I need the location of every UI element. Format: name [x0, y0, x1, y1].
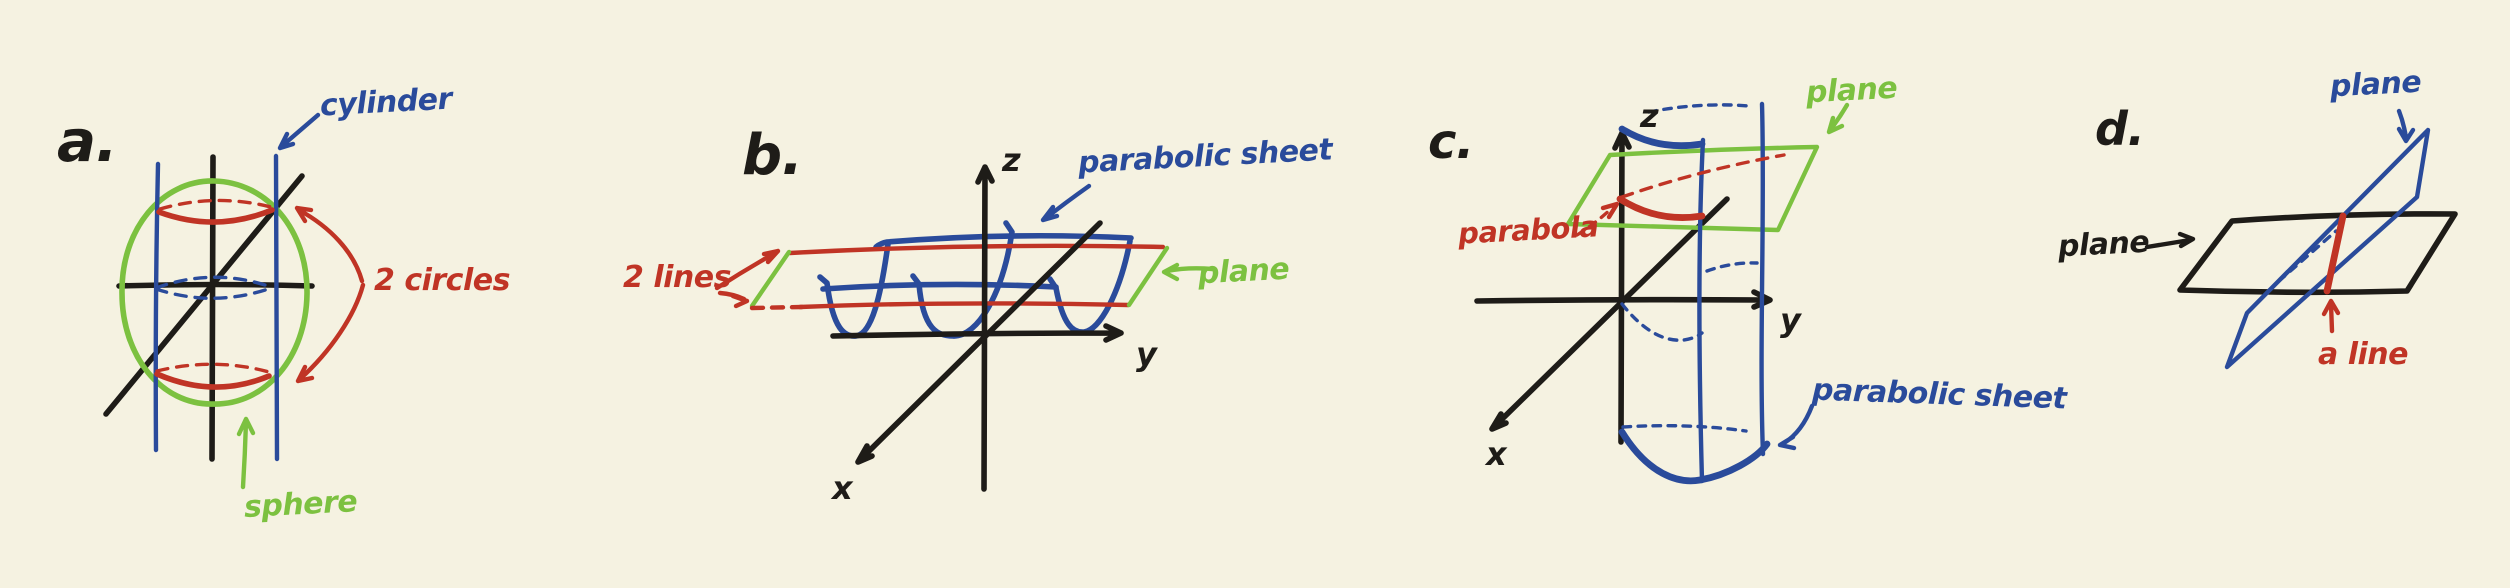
panel-a-letter: a. [57, 107, 118, 175]
c-sheet-bottom-front [1618, 428, 1771, 485]
b-sheet-back-rim [873, 232, 1134, 250]
d-tilted-plane [2224, 127, 2431, 370]
b-axis-y [830, 323, 1124, 343]
panel-a-drawing [103, 112, 366, 490]
d-intersection-line [2323, 212, 2347, 295]
c-sheet-top-front [1618, 125, 1706, 150]
a-circles-arrow-upper [294, 205, 365, 284]
d-hidden-intersection-dashed [2277, 229, 2338, 283]
c-parabola-arrow-head [1600, 201, 1620, 220]
a-cylinder-left-line [153, 161, 161, 453]
c-parabola-front [1616, 195, 1706, 221]
c-parabola-label: parabola [1457, 209, 1600, 251]
b-sheet-arrow [1040, 183, 1092, 223]
a-circles-arrow-lower [295, 282, 366, 384]
a-top-circle-front [156, 207, 275, 225]
b-lines-label: 2 lines [623, 260, 731, 295]
c-axis-z [1612, 130, 1632, 445]
a-bottom-circle-front [154, 371, 272, 390]
b-axis-z [975, 164, 995, 492]
c-axis-z-label: z [1640, 97, 1659, 135]
c-sheet-mid-dashed-high [1705, 261, 1759, 273]
d-line-arrow [2321, 298, 2341, 334]
c-plane-label: plane [1805, 70, 1899, 111]
a-cylinder-right-line [273, 153, 280, 462]
c-axis-x-label: x [1486, 435, 1507, 473]
b-sheet-parabola-right [1047, 238, 1133, 335]
a-cylinder-arrow [277, 112, 321, 151]
a-equator-ellipse-front [154, 286, 273, 300]
a-equator-ellipse-back [154, 275, 273, 290]
a-axis-vertical [209, 154, 216, 462]
c-sheet-bottom-back-dashed [1621, 423, 1748, 433]
b-sheet-parabola-left [817, 241, 891, 339]
d-line-label: a line [2318, 337, 2408, 372]
b-axis-y-label: y [1136, 335, 1157, 373]
c-sheet-mid-dashed-low [1620, 302, 1704, 342]
panel-c-drawing [1474, 101, 1850, 485]
panel-d-letter: d. [2095, 102, 2145, 156]
a-sphere-label: sphere [243, 484, 358, 525]
c-plane-arrow [1826, 102, 1850, 135]
a-top-circle-back [158, 198, 273, 211]
a-cylinder-label: cylinder [319, 81, 453, 124]
b-plane-bottom-edge-dashed [749, 304, 805, 311]
a-axis-diagonal [103, 173, 305, 417]
d-plane-top-label: plane [2329, 64, 2423, 105]
d-plane-left-label: plane [2057, 224, 2151, 265]
b-axis-z-label: z [1002, 141, 1021, 179]
panel-d-drawing [2144, 108, 2458, 370]
c-sheet-left-edge [1697, 137, 1706, 484]
b-lines-arrow-lower [717, 290, 750, 309]
a-sphere-arrow [236, 416, 256, 490]
b-plane-label: plane [1197, 251, 1291, 292]
d-plane-top-arrow [2396, 108, 2416, 144]
panel-b-drawing [714, 164, 1215, 492]
c-sheet-right-edge [1759, 101, 1766, 457]
b-lines-arrow-upper [714, 248, 781, 291]
b-plane-arrow [1161, 262, 1215, 282]
b-plane-bottom-edge [797, 301, 1131, 310]
b-plane-top-edge [787, 243, 1166, 256]
b-plane-left-edge [749, 249, 792, 309]
b-axis-x [855, 220, 1103, 465]
b-plane-right-edge [1126, 245, 1170, 308]
b-axis-x-label: x [832, 469, 853, 507]
c-sheet-arrow [1777, 403, 1815, 451]
a-bottom-circle-back [155, 362, 271, 374]
c-sheet-label: parabolic sheet [1811, 372, 2067, 417]
c-axis-x [1489, 196, 1730, 432]
panel-c-letter: c. [1428, 114, 1474, 170]
a-circles-label: 2 circles [374, 263, 510, 298]
a-sphere-outline [119, 178, 310, 407]
d-horizontal-plane [2177, 211, 2458, 296]
c-parabola-arrow-tail [1575, 206, 1614, 237]
c-axis-y-label: y [1780, 301, 1801, 339]
b-sheet-front-rim [820, 281, 1059, 292]
c-plane-outline [1565, 144, 1820, 233]
c-sheet-top-back-dashed [1647, 103, 1751, 114]
c-parabola-back-dashed [1620, 153, 1786, 199]
panel-b-letter: b. [742, 123, 803, 188]
d-plane-left-arrow [2144, 231, 2196, 250]
